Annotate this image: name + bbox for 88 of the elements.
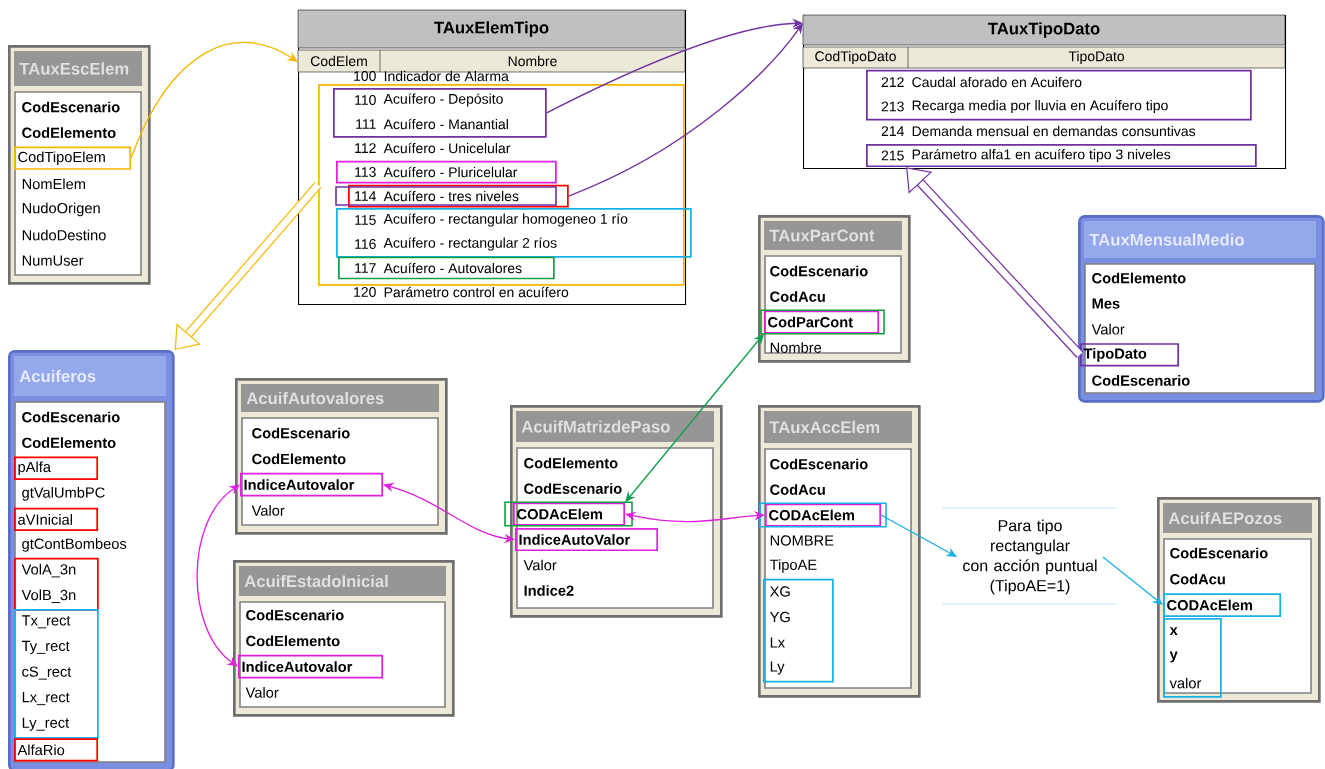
table-row: 115 Acuífero - rectangular homogeneo 1 río (355, 213, 628, 227)
field-name: CODAcElem (1163, 593, 1282, 617)
field-name: CODAcElem (759, 502, 887, 528)
field-name: CodParCont (760, 309, 885, 335)
field-name: CodEscenario (770, 458, 868, 470)
table-row: 111 Acuífero - Manantial (356, 118, 508, 130)
highlight-box (866, 69, 1252, 121)
table-row: 116 Acuífero - rectangular 2 ríos (355, 237, 557, 251)
field-name: y (1169, 651, 1178, 663)
field-name: CodEscenario (252, 427, 350, 439)
field-name: CodAcu (1170, 573, 1225, 585)
field-name: CodEscenario (246, 609, 344, 621)
table-row: 117 Acuífero - Autovalores (338, 256, 555, 280)
field-name: NomElem (22, 178, 85, 190)
field-name: CodEscenario (1092, 375, 1190, 386)
field-name: NumUser (22, 255, 84, 266)
field-name: XG (769, 586, 790, 597)
field-name: AlfaRio (14, 738, 99, 762)
field-name: Lx_rect (22, 692, 70, 706)
field-name: CodElemento (252, 453, 346, 465)
table-row: 113 Acuífero - Pluricelular (336, 160, 557, 184)
arrow (1102, 556, 1163, 605)
field-name: CODAcElem (504, 501, 633, 527)
field-name: CodElemento (524, 457, 618, 469)
field-name: CodElemento (1092, 272, 1186, 284)
field-name: Ty_rect (21, 640, 70, 654)
highlight-box (318, 84, 685, 286)
field-name: CodEscenario (22, 411, 120, 423)
field-name: CodEscenario (524, 483, 622, 494)
field-name: CodTipoElem (14, 146, 132, 170)
arrow (196, 484, 240, 667)
field-name: x (1169, 627, 1178, 635)
field-name: VolB_3n (21, 589, 76, 603)
field-name: VolA_3n (21, 563, 76, 578)
field-name: CodElemento (22, 437, 116, 448)
field-name: gtValUmbPC (22, 487, 105, 501)
arrow (130, 41, 298, 159)
field-name: IndiceAutoValor (515, 527, 659, 552)
highlight-box (763, 578, 834, 683)
table-row: 120 Parámetro control en acuífero (354, 286, 569, 298)
field-name: cS_rect (22, 666, 72, 680)
field-name: Mes (1092, 298, 1120, 309)
table-row: 110 Acuífero - Depósito (355, 93, 503, 107)
field-name: Lx (770, 637, 785, 648)
field-name: CodEscenario (22, 101, 120, 113)
highlight-box (1163, 618, 1222, 698)
field-name: Indice2 (524, 585, 574, 596)
field-name: CodElemento (246, 635, 340, 647)
table-row: 112 Acuífero - Unicelular (355, 142, 511, 154)
field-name: NOMBRE (770, 535, 834, 546)
field-name: CodEscenario (770, 265, 868, 277)
table-row: 100 Indicador de Alarma (354, 70, 509, 82)
field-name: Tx_rect (21, 615, 71, 629)
table-row: 214 Demanda mensual en demandas consuntivas (881, 125, 1196, 137)
field-name: IndiceAutovalor (238, 654, 384, 679)
arrow (906, 167, 1084, 358)
field-name: Ly_rect (22, 717, 70, 731)
field-name: Valor (523, 559, 557, 571)
highlight-box (333, 88, 547, 138)
highlight-box (336, 208, 692, 258)
field-name: pAlfa (14, 456, 99, 480)
table-row: 212 Caudal aforado en Acuifero (881, 76, 1082, 88)
field-name: Valor (245, 687, 279, 698)
field-name: Nombre (770, 342, 822, 353)
field-name: CodAcu (770, 291, 825, 302)
arrow (174, 181, 322, 350)
field-name: NudoOrigen (22, 202, 100, 217)
field-name: CodAcu (770, 484, 825, 495)
note-text: Para tipo rectangular con acción puntual (TipoAE=1) (941, 507, 1118, 605)
field-name: YG (769, 611, 790, 623)
field-name: valor (1169, 677, 1202, 689)
field-name: IndiceAutovalor (240, 472, 384, 497)
field-name: CodEscenario (1170, 547, 1268, 559)
field-name: gtContBombeos (22, 538, 127, 552)
table-row: 213 Recarga media por lluvia en Acuífero tipo (881, 99, 1168, 114)
field-name: Valor (1091, 323, 1125, 335)
highlight-box (14, 557, 99, 611)
arrow (568, 23, 803, 197)
table-row: 114 Acuífero - tres niveles (335, 184, 569, 208)
field-name: TipoAE (769, 559, 817, 573)
field-name: aVInicial (14, 507, 99, 532)
highlight-box (14, 609, 99, 739)
field-name: NudoDestino (22, 229, 106, 241)
field-name: CodElemento (22, 127, 116, 138)
field-name: TipoDato (1080, 343, 1180, 367)
field-name: Valor (251, 505, 285, 516)
field-name: Ly (770, 661, 785, 675)
table-row: 215 Parámetro alfa1 en acuífero tipo 3 niveles (866, 143, 1257, 168)
